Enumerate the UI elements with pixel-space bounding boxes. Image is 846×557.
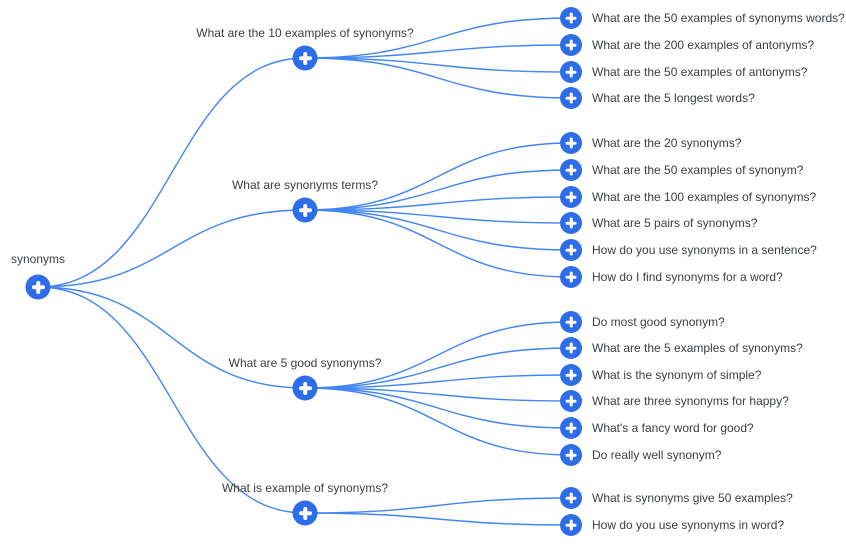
leaf-label: How do you use synonyms in word? — [592, 518, 785, 532]
leaf-label: What are the 5 longest words? — [592, 91, 755, 105]
plus-icon — [566, 218, 577, 229]
edge — [304, 57, 572, 99]
expand-node-button[interactable] — [560, 364, 582, 386]
edge — [37, 209, 306, 288]
leaf-label: What is synonyms give 50 examples? — [592, 491, 793, 505]
expand-node-button[interactable] — [292, 375, 318, 401]
leaf-label: What are the 200 examples of antonyms? — [592, 38, 815, 52]
plus-icon — [566, 67, 577, 78]
edge — [304, 374, 572, 389]
leaf-label: What are 5 pairs of synonyms? — [592, 216, 758, 230]
root-label: synonyms — [10, 252, 66, 266]
edge — [304, 387, 572, 456]
edge — [304, 17, 572, 59]
plus-icon — [566, 40, 577, 51]
plus-icon — [32, 281, 45, 294]
branch-label: What are synonyms terms? — [231, 178, 379, 192]
plus-icon — [566, 396, 577, 407]
plus-icon — [566, 192, 577, 203]
plus-icon — [299, 382, 312, 395]
plus-icon — [566, 493, 577, 504]
plus-icon — [566, 138, 577, 149]
plus-icon — [299, 204, 312, 217]
leaf-label: What are the 20 synonyms? — [592, 136, 742, 150]
expand-node-button[interactable] — [560, 417, 582, 439]
leaf-label: What is the synonym of simple? — [592, 368, 762, 382]
edge — [304, 497, 572, 514]
plus-icon — [566, 93, 577, 104]
edge — [304, 209, 572, 251]
edge — [304, 142, 572, 211]
leaf-label: What are the 50 examples of synonyms wor… — [592, 11, 845, 25]
plus-icon — [299, 52, 312, 65]
expand-node-button[interactable] — [560, 239, 582, 261]
plus-icon — [566, 13, 577, 24]
leaf-label: What's a fancy word for good? — [592, 421, 754, 435]
plus-icon — [566, 520, 577, 531]
expand-node-button[interactable] — [560, 61, 582, 83]
edge — [304, 169, 572, 211]
edge — [304, 209, 572, 278]
expand-node-button[interactable] — [560, 337, 582, 359]
expand-node-button[interactable] — [560, 34, 582, 56]
edge — [304, 57, 572, 73]
plus-icon — [566, 423, 577, 434]
leaf-label: Do really well synonym? — [592, 448, 722, 462]
expand-node-button[interactable] — [560, 7, 582, 29]
edge — [304, 209, 572, 224]
plus-icon — [566, 245, 577, 256]
expand-node-button[interactable] — [560, 87, 582, 109]
branch-label: What are the 10 examples of synonyms? — [196, 26, 414, 40]
leaf-label: Do most good synonym? — [592, 315, 725, 329]
expand-node-button[interactable] — [560, 266, 582, 288]
leaf-label: What are three synonyms for happy? — [592, 394, 789, 408]
leaf-label: What are the 100 examples of synonyms? — [592, 190, 817, 204]
expand-node-button[interactable] — [560, 159, 582, 181]
plus-icon — [566, 165, 577, 176]
edge — [37, 286, 306, 514]
edge — [304, 387, 572, 402]
branch-label: What is example of synonyms? — [221, 481, 389, 495]
expand-node-button[interactable] — [560, 212, 582, 234]
edge — [304, 387, 572, 429]
expand-node-button[interactable] — [560, 487, 582, 509]
expand-node-button[interactable] — [292, 45, 318, 71]
expand-node-button[interactable] — [560, 390, 582, 412]
leaf-label: What are the 50 examples of synonym? — [592, 163, 804, 177]
plus-icon — [566, 343, 577, 354]
edge — [304, 321, 572, 389]
expand-node-button[interactable] — [560, 132, 582, 154]
root-node-button[interactable] — [25, 274, 51, 300]
expand-node-button[interactable] — [560, 444, 582, 466]
leaf-label: What are the 50 examples of antonyms? — [592, 65, 808, 79]
edge — [37, 286, 306, 389]
leaf-label: How do I find synonyms for a word? — [592, 270, 783, 284]
expand-node-button[interactable] — [560, 514, 582, 536]
plus-icon — [566, 272, 577, 283]
expand-node-button[interactable] — [560, 311, 582, 333]
branch-label: What are 5 good synonyms? — [228, 356, 382, 370]
edge — [37, 57, 306, 288]
expand-node-button[interactable] — [292, 197, 318, 223]
expand-node-button[interactable] — [292, 500, 318, 526]
edge — [304, 44, 572, 59]
plus-icon — [566, 317, 577, 328]
plus-icon — [566, 370, 577, 381]
leaf-label: What are the 5 examples of synonyms? — [592, 341, 803, 355]
expand-node-button[interactable] — [560, 186, 582, 208]
leaf-label: How do you use synonyms in a sentence? — [592, 243, 817, 257]
plus-icon — [299, 507, 312, 520]
edge — [304, 512, 572, 526]
plus-icon — [566, 450, 577, 461]
edge — [304, 196, 572, 211]
edge — [304, 347, 572, 389]
